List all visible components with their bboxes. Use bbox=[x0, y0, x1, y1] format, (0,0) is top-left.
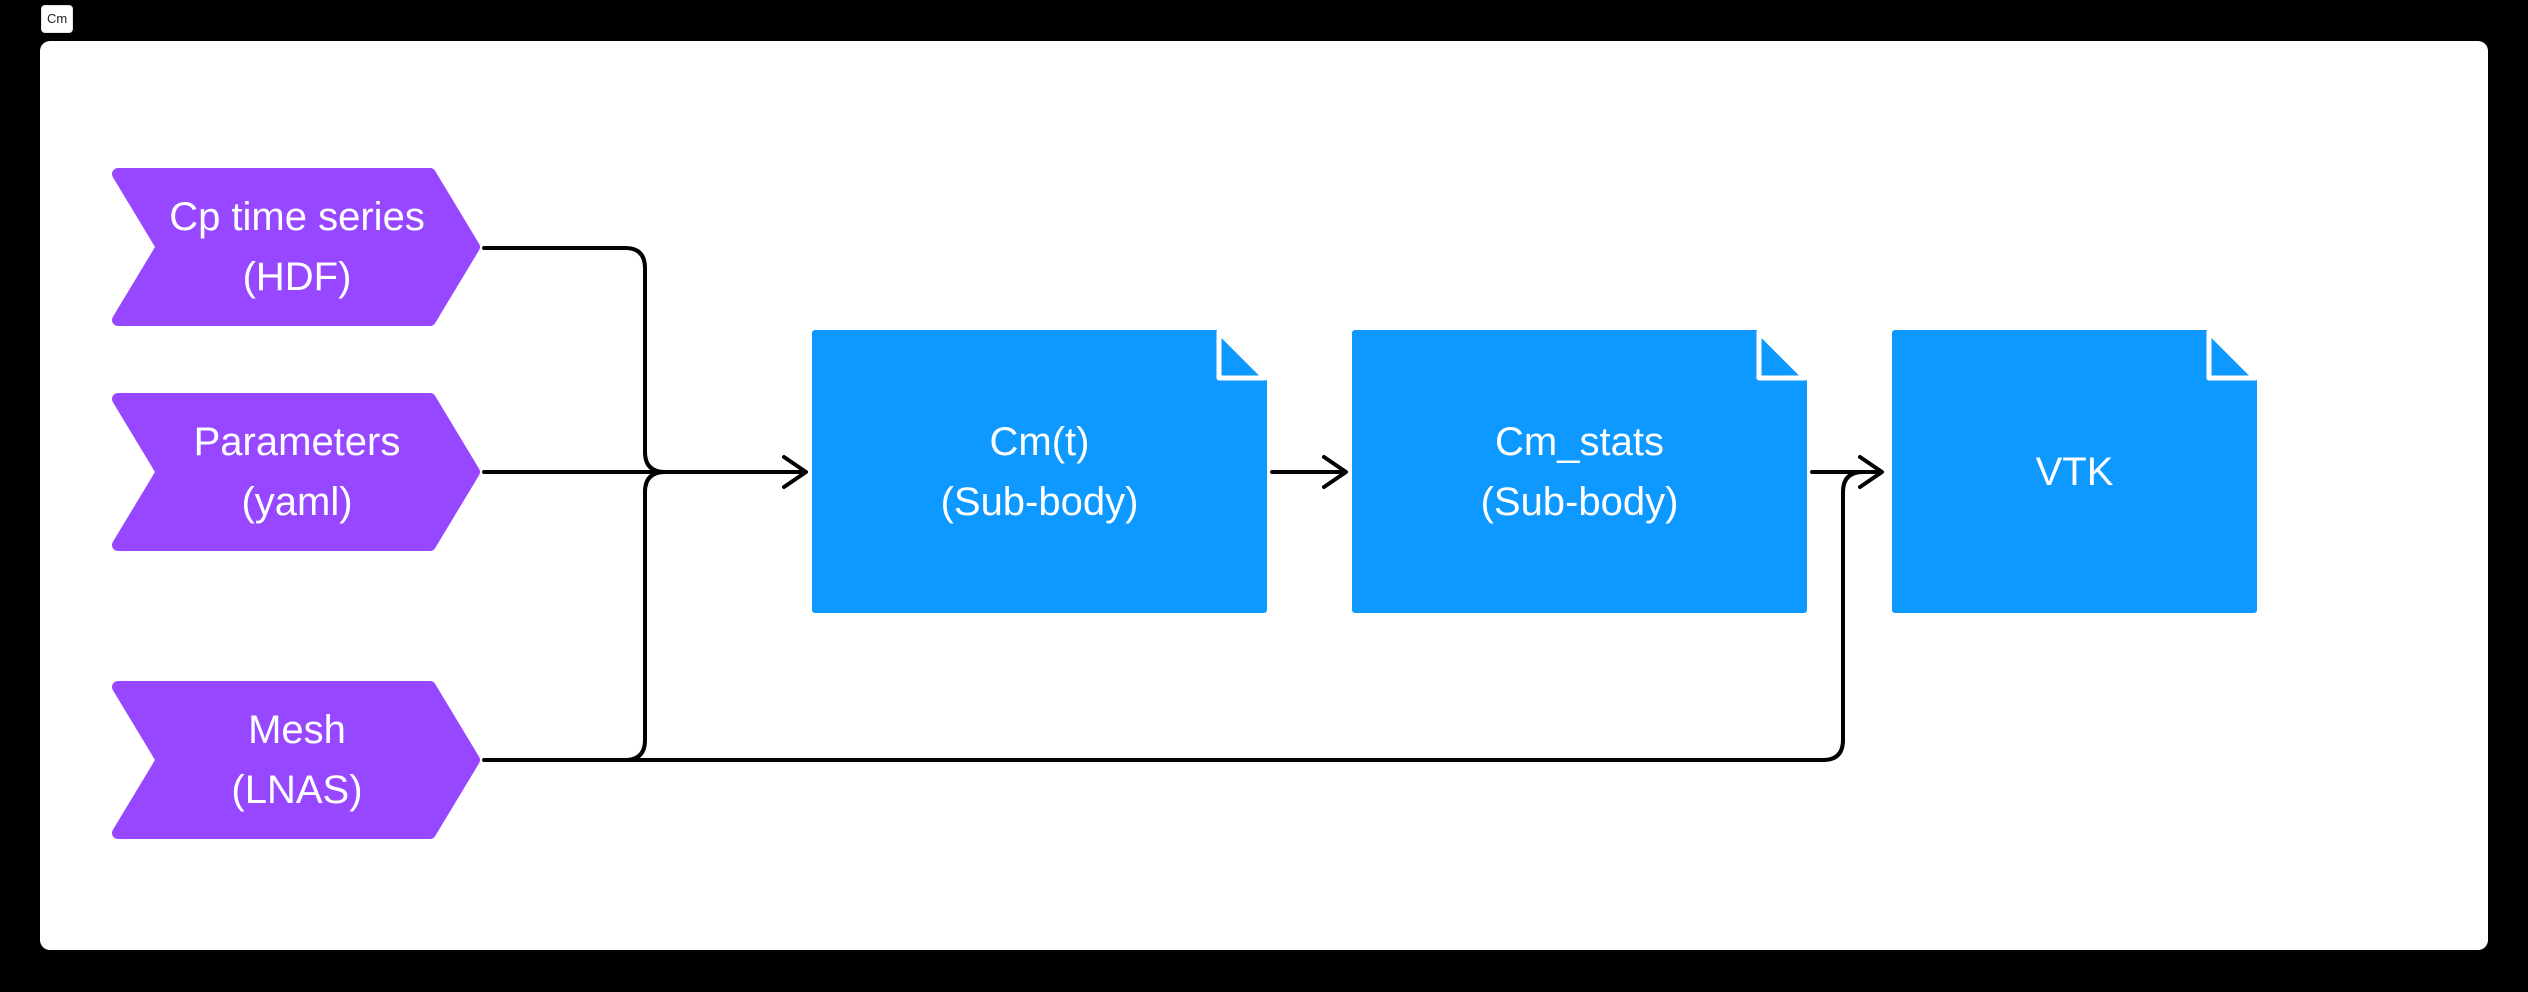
connector-cp-to-cmt[interactable] bbox=[482, 246, 667, 474]
input-shape-mesh[interactable] bbox=[112, 681, 480, 839]
connector-group bbox=[482, 246, 1884, 762]
arrowhead-into-vtk bbox=[1858, 455, 1884, 489]
arrowhead-into-cmt bbox=[782, 455, 808, 489]
arrowhead-into-cmstats bbox=[1322, 455, 1348, 489]
input-shapes-group bbox=[112, 168, 480, 839]
file-shape-vtk[interactable] bbox=[1892, 330, 2257, 613]
file-flap-vtk bbox=[2206, 329, 2258, 381]
input-shape-parameters[interactable] bbox=[112, 393, 480, 551]
file-shape-cmt[interactable] bbox=[812, 330, 1267, 613]
file-flap-cmt bbox=[1216, 329, 1268, 381]
file-shapes-group bbox=[812, 329, 2258, 613]
file-flap-cmstats bbox=[1756, 329, 1808, 381]
section-name-tab[interactable]: Cm bbox=[41, 5, 74, 33]
connector-mesh-branch-to-cmt[interactable] bbox=[623, 470, 667, 762]
file-bodies bbox=[812, 330, 2257, 613]
file-corner-flaps bbox=[1216, 329, 2258, 381]
input-shape-cp-time-series[interactable] bbox=[112, 168, 480, 326]
file-shape-cmstats[interactable] bbox=[1352, 330, 1807, 613]
